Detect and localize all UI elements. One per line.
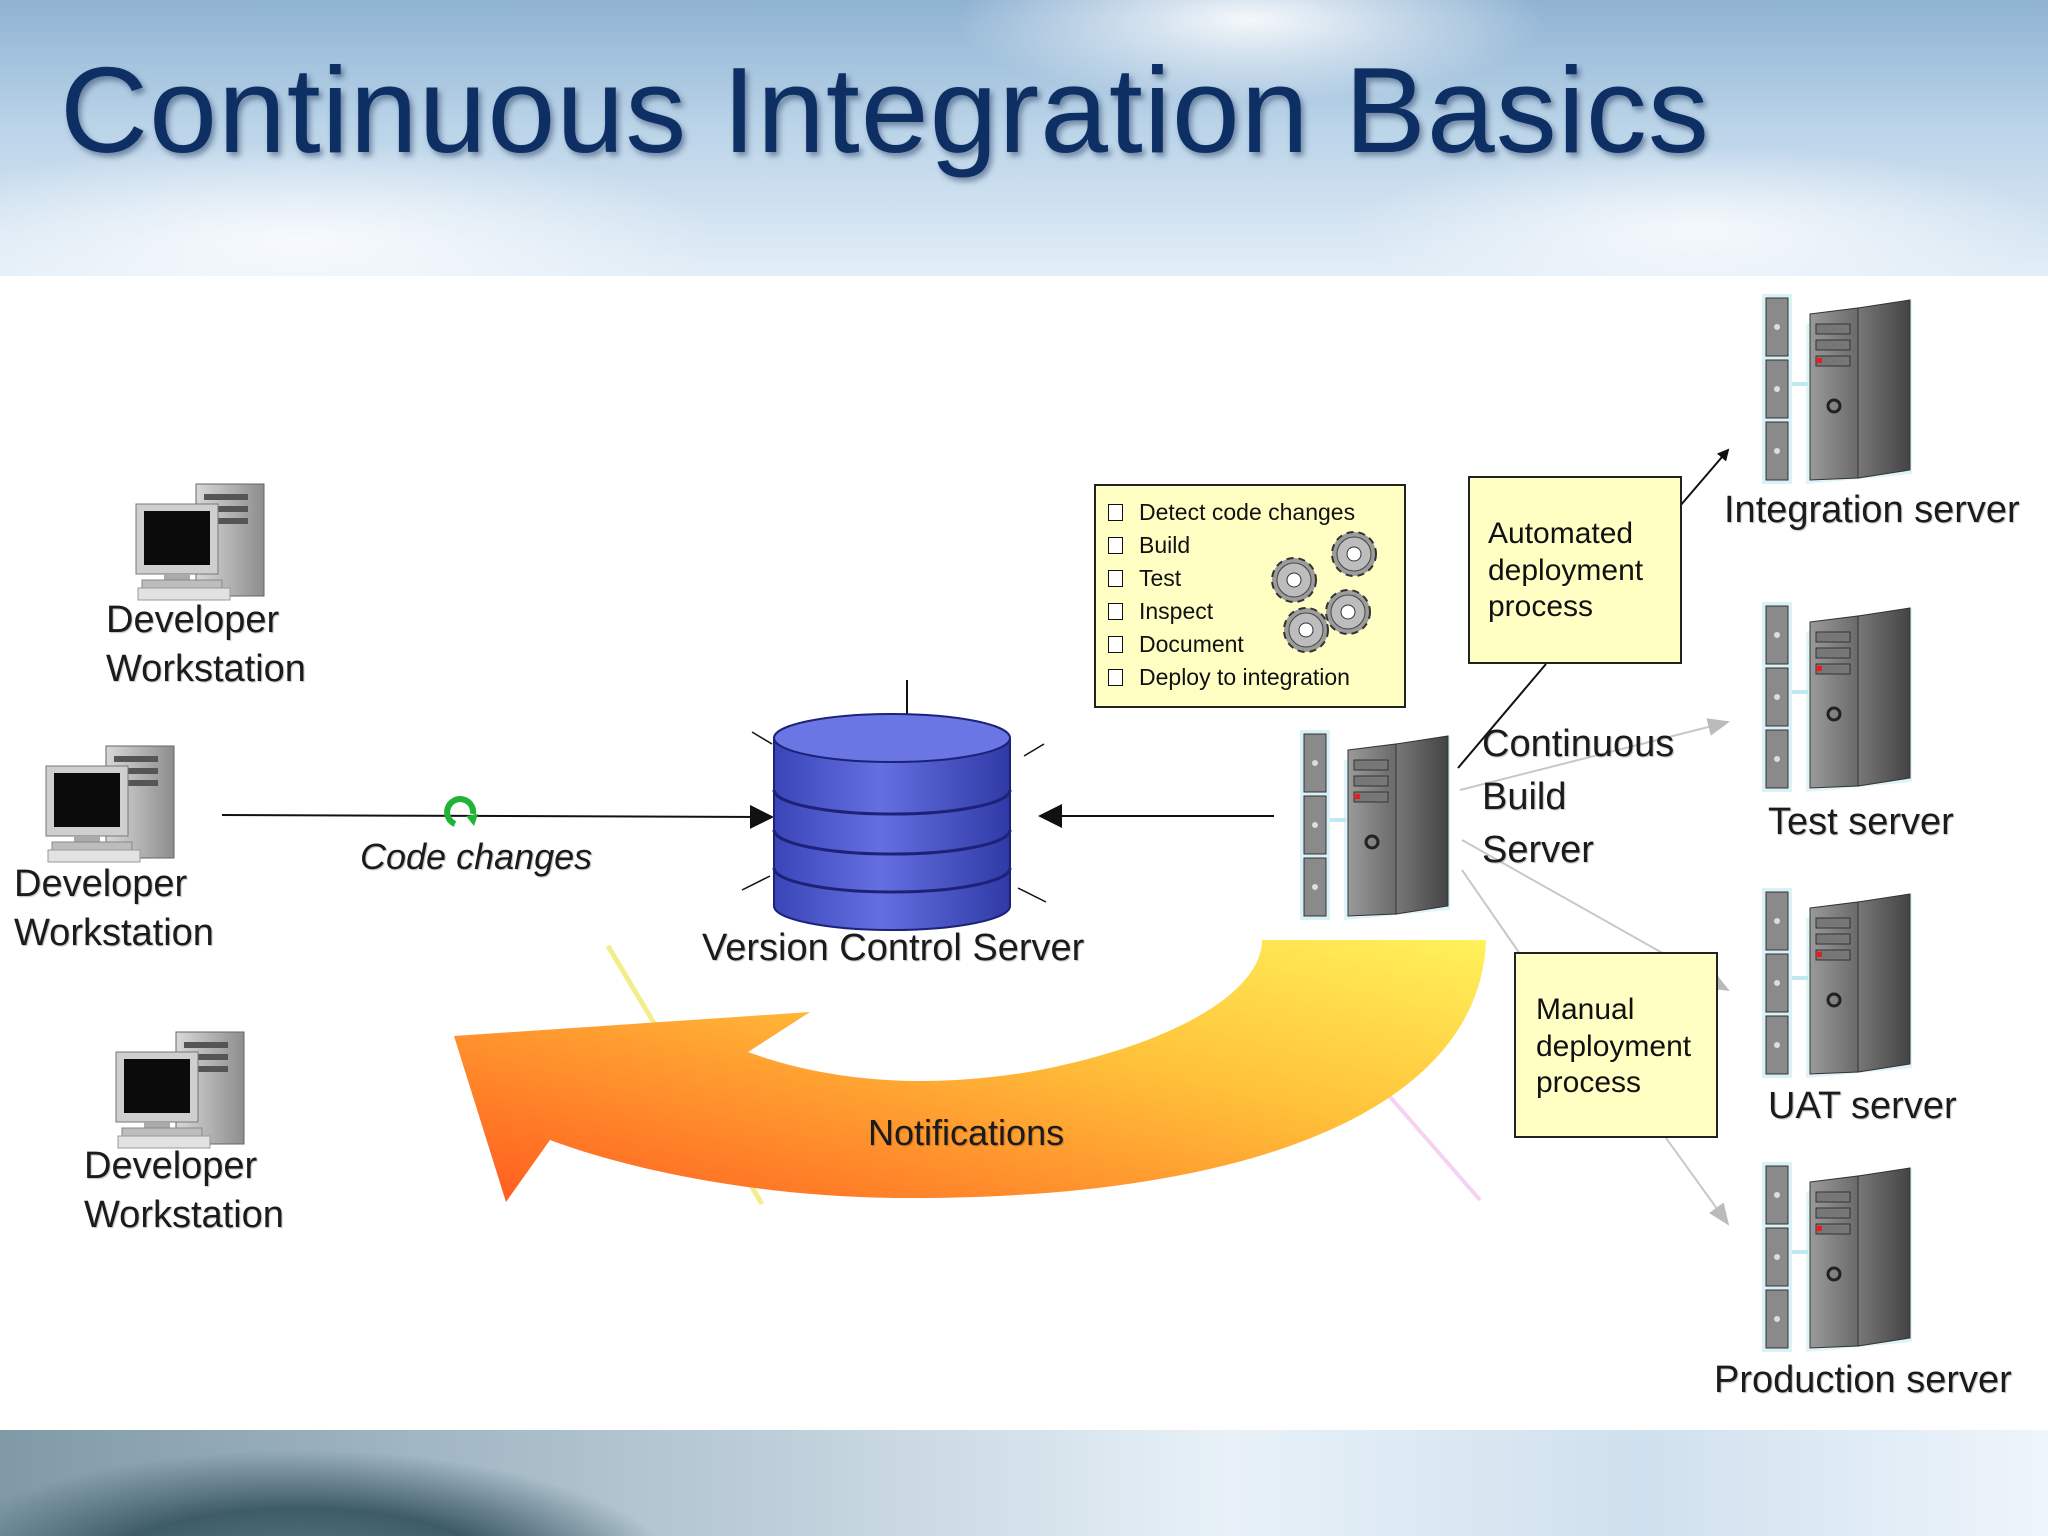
build-server-label-line: Build xyxy=(1482,776,1567,819)
code-changes-label: Code changes xyxy=(360,836,593,877)
diagram-canvas xyxy=(0,276,2048,1430)
build-server-label: Continuous Build Server xyxy=(1482,718,1674,878)
workstation-top-icon xyxy=(135,483,265,601)
workstation-label-line: Workstation xyxy=(14,912,214,955)
footer-earth-background xyxy=(0,1430,2048,1536)
workstation-label-bottom: Developer Workstation xyxy=(84,1142,284,1241)
build-steps-note: Detect code changes Build Test Inspect D… xyxy=(1094,484,1406,708)
notifications-arrow xyxy=(454,940,1486,1206)
header-sky-background xyxy=(0,0,2048,276)
uat-server-icon xyxy=(1760,886,1914,1080)
notifications-label: Notifications xyxy=(868,1112,1065,1153)
version-control-label: Version Control Server xyxy=(702,927,1085,969)
workstation-label-line: Workstation xyxy=(84,1194,284,1237)
refresh-icon xyxy=(444,796,478,827)
page-title: Continuous Integration Basics xyxy=(60,42,1710,178)
build-server-label-line: Continuous xyxy=(1482,723,1675,765)
checklist-item-label: Document xyxy=(1139,631,1244,657)
workstation-label-top: Developer Workstation xyxy=(106,596,306,695)
checkbox-icon xyxy=(1108,570,1123,587)
to-test-arrow xyxy=(1459,718,1730,791)
integration-server-icon xyxy=(1760,292,1914,486)
checklist-item: Inspect xyxy=(1108,595,1355,628)
build-server-label-line: Server xyxy=(1482,829,1594,872)
workstation-label-line: Developer xyxy=(106,599,280,641)
checkbox-icon xyxy=(1108,504,1123,521)
gears-icon xyxy=(1271,531,1377,653)
checkbox-icon xyxy=(1108,603,1123,620)
build-to-auto-line xyxy=(1457,663,1547,769)
checklist-item: Document xyxy=(1108,628,1355,661)
checklist-item: Test xyxy=(1108,562,1355,595)
auto-to-integration-arrow xyxy=(1679,448,1730,507)
integration-server-label: Integration server xyxy=(1724,489,2020,531)
checklist-item-label: Detect code changes xyxy=(1139,499,1356,525)
automated-deployment-text: Automated deployment process xyxy=(1488,517,1644,624)
manual-deployment-text: Manual deployment process xyxy=(1536,993,1692,1100)
production-server-label: Production server xyxy=(1714,1359,2012,1401)
checklist-item: Detect code changes xyxy=(1108,496,1355,529)
manual-deployment-note: Manual deployment process xyxy=(1514,952,1718,1138)
checklist-item: Deploy to integration xyxy=(1108,661,1355,694)
automated-deployment-note: Automated deployment process xyxy=(1468,476,1682,664)
workstation-label-line: Workstation xyxy=(106,648,306,691)
build-steps-list: Detect code changes Build Test Inspect D… xyxy=(1108,496,1355,694)
workstation-label-middle: Developer Workstation xyxy=(14,860,214,959)
checklist-item-label: Build xyxy=(1139,532,1191,558)
checklist-item-label: Deploy to integration xyxy=(1139,664,1350,690)
checkbox-icon xyxy=(1108,669,1123,686)
production-server-icon xyxy=(1760,1160,1914,1354)
database-icon xyxy=(741,680,1047,931)
code-changes-arrow xyxy=(221,804,774,829)
build-server-icon xyxy=(1298,728,1452,922)
checklist-item: Build xyxy=(1108,529,1355,562)
checkbox-icon xyxy=(1108,636,1123,653)
build-to-manual-line xyxy=(1461,869,1521,955)
workstation-label-line: Developer xyxy=(84,1145,258,1187)
checklist-item-label: Test xyxy=(1139,565,1182,591)
workstation-bottom-icon xyxy=(115,1031,245,1149)
checklist-item-label: Inspect xyxy=(1139,598,1214,624)
test-server-label: Test server xyxy=(1768,801,1954,843)
workstation-middle-icon xyxy=(45,745,175,863)
uat-server-label: UAT server xyxy=(1768,1085,1957,1127)
workstation-label-line: Developer xyxy=(14,863,188,905)
test-server-icon xyxy=(1760,600,1914,794)
to-production-arrow xyxy=(1665,1137,1730,1226)
checkbox-icon xyxy=(1108,537,1123,554)
